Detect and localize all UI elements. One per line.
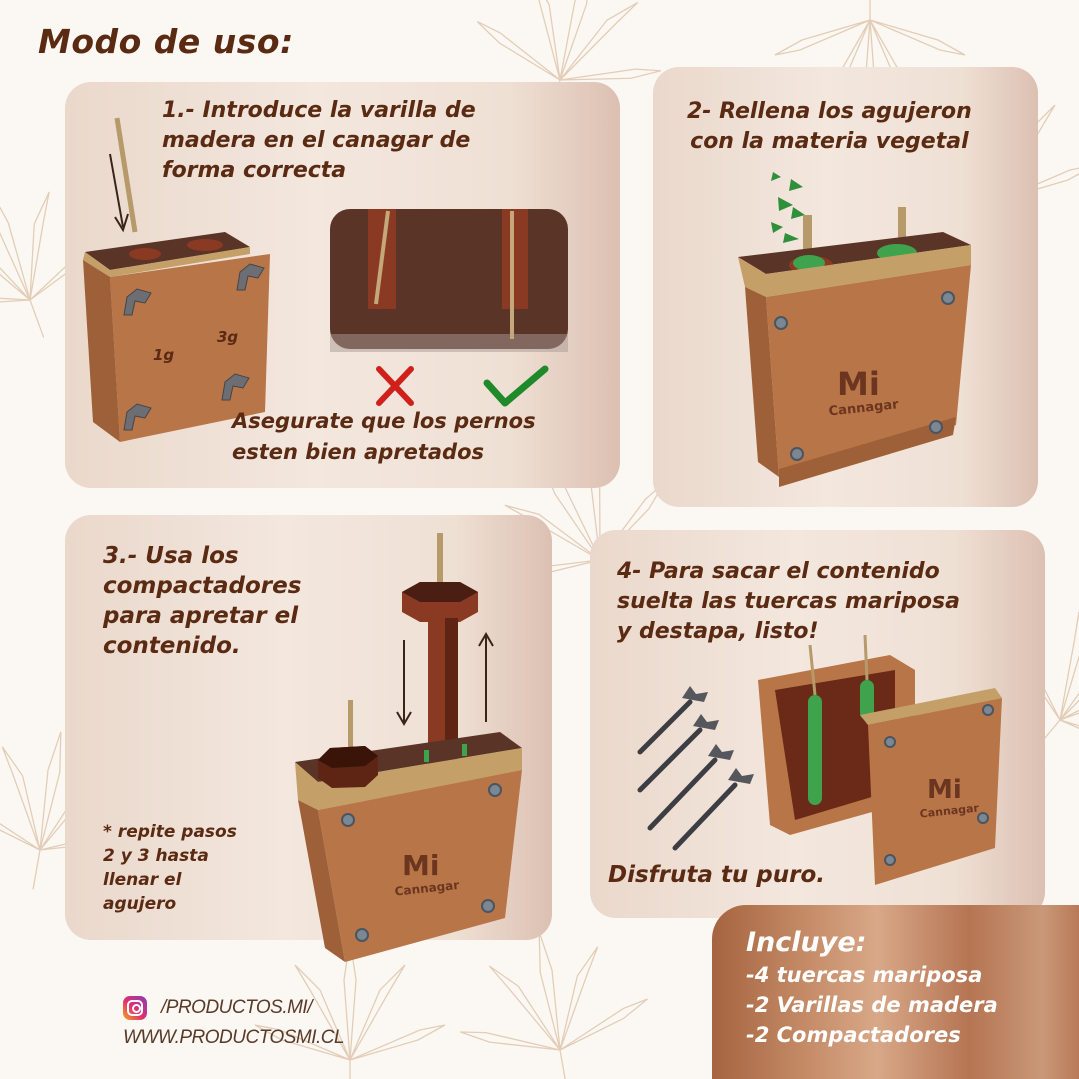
logo-cannagar: Cannagar xyxy=(919,801,980,820)
logo-mi: Mi xyxy=(837,365,880,403)
canagar-box-illustration: 1g 3g xyxy=(83,117,270,442)
instagram-handle: /PRODUCTOS.MI/ xyxy=(161,997,313,1018)
cross-section-inset xyxy=(330,209,568,352)
step-2-text: 2- Rellena los agujeron con la materia v… xyxy=(687,99,972,154)
logo-cannagar: Cannagar xyxy=(394,878,460,899)
correct-check-icon xyxy=(483,365,549,407)
logo-mi: Mi xyxy=(402,849,439,882)
opened-box-illustration: Mi Cannagar xyxy=(637,634,1002,885)
footer-contact: /PRODUCTOS.MI/ WWW.PRODUCTOSMI.CL xyxy=(123,993,345,1053)
step-1-text: 1.- Introduce la varilla de madera en el… xyxy=(162,98,476,183)
step-4-panel: 4- Para sacar el contenido suelta las tu… xyxy=(590,530,1045,918)
step-2-panel: 2- Rellena los agujeron con la materia v… xyxy=(653,67,1038,507)
step-4-note: Disfruta tu puro. xyxy=(608,862,826,888)
step-1-panel: 1.- Introduce la varilla de madera en el… xyxy=(65,82,620,488)
includes-box: Incluye: -4 tuercas mariposa -2 Varillas… xyxy=(712,905,1079,1079)
step-3-text: 3.- Usa los compactadores para apretar e… xyxy=(103,543,302,659)
website-link[interactable]: WWW.PRODUCTOSMI.CL xyxy=(123,1027,345,1048)
wrong-x-icon xyxy=(376,366,414,406)
label-3g: 3g xyxy=(217,328,238,346)
instagram-icon xyxy=(123,995,147,1020)
page-title: Modo de uso: xyxy=(38,22,294,61)
includes-item: -4 tuercas mariposa xyxy=(746,963,983,987)
step-4-text: 4- Para sacar el contenido suelta las tu… xyxy=(617,559,960,644)
step-1-note: Asegurate que los pernos esten bien apre… xyxy=(232,409,536,464)
logo-cannagar: Cannagar xyxy=(828,397,900,419)
logo-mi: Mi xyxy=(927,775,962,805)
includes-title: Incluye: xyxy=(746,927,867,958)
label-1g: 1g xyxy=(153,346,174,364)
step-3-note: * repite pasos 2 y 3 hasta llenar el agu… xyxy=(103,822,237,914)
includes-item: -2 Compactadores xyxy=(746,1023,961,1047)
instagram-link[interactable]: /PRODUCTOS.MI/ xyxy=(123,993,344,1023)
includes-item: -2 Varillas de madera xyxy=(746,993,998,1017)
filled-box-illustration: Mi Cannagar xyxy=(738,172,971,487)
